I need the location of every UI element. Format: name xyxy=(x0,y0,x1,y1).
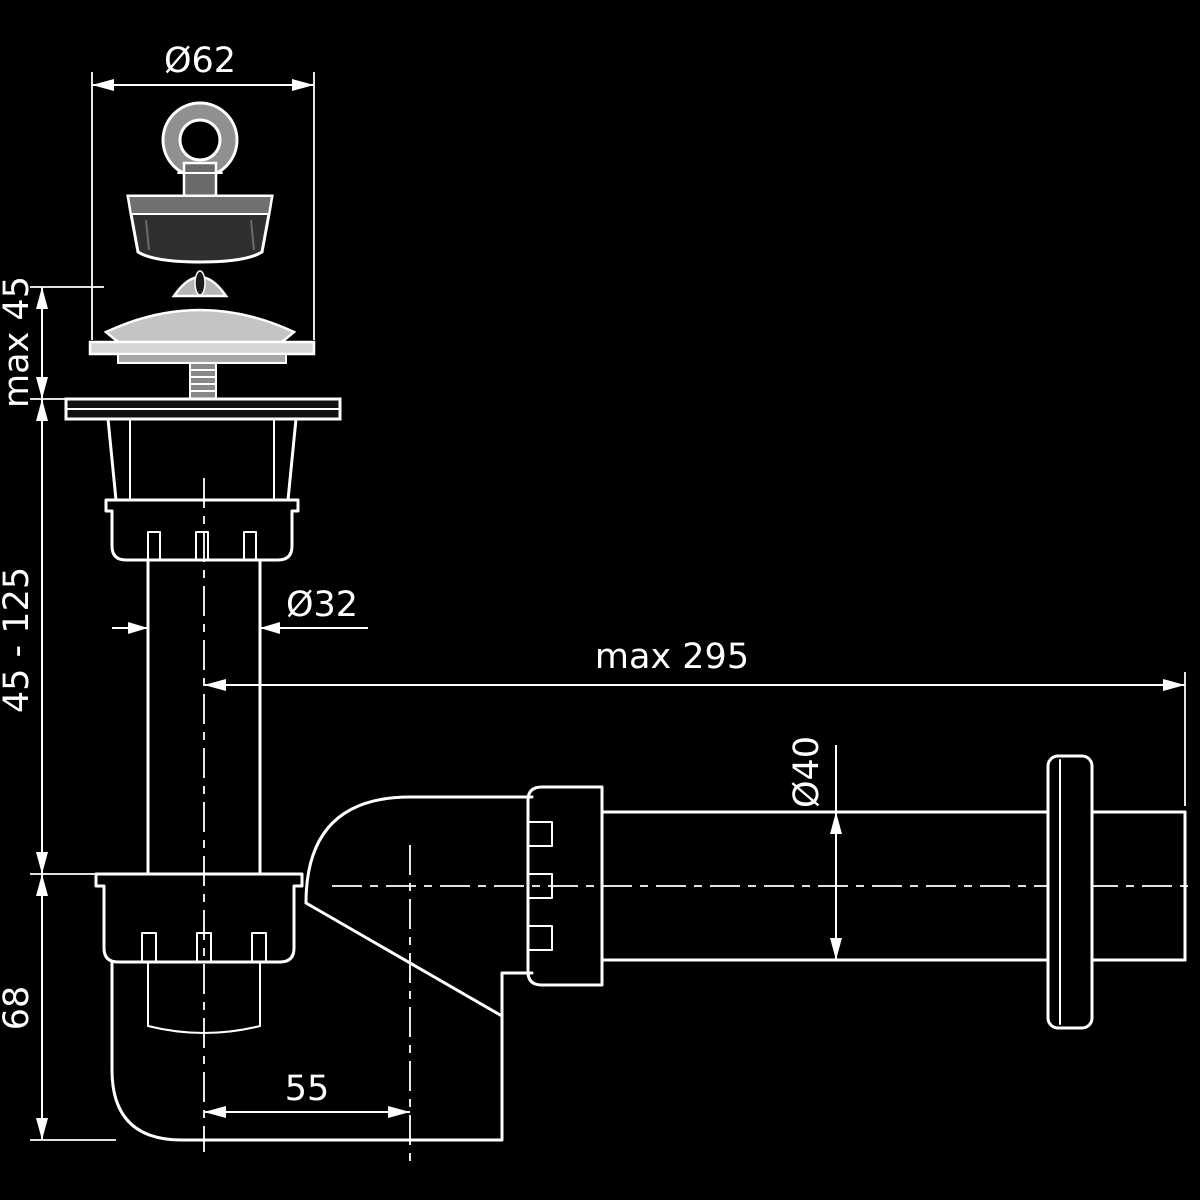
dim-label-tailpipe-diameter: Ø32 xyxy=(286,585,358,625)
arrowhead-left xyxy=(204,679,226,691)
drain-strainer-assembly xyxy=(88,270,316,400)
plug-ring-hole xyxy=(178,118,222,162)
dimension-tailpipe-diameter: Ø32 xyxy=(112,585,368,634)
dip-tube-end xyxy=(147,1025,261,1034)
dimension-plug-diameter: Ø62 xyxy=(91,41,315,340)
nut-castellation xyxy=(147,531,161,561)
lower-union-nut xyxy=(94,872,304,964)
arrowhead-up xyxy=(830,812,842,834)
arrowhead-left xyxy=(204,1106,226,1118)
nut-castellation xyxy=(196,932,212,963)
dim-label-horizontal-reach: max 295 xyxy=(595,637,749,677)
nut-castellation xyxy=(141,932,157,963)
screw-slot xyxy=(194,270,206,296)
plug-shackle xyxy=(182,161,218,198)
arrowhead-right xyxy=(388,1106,410,1118)
arrowhead-left xyxy=(92,79,114,91)
elbow-chamfer xyxy=(304,901,504,1018)
nut-castellation xyxy=(243,531,257,561)
arrowhead-down xyxy=(830,938,842,960)
strainer-plate-narrow xyxy=(117,353,287,364)
upper-nut-outline xyxy=(104,498,300,562)
plug-top-band xyxy=(126,195,274,215)
arrowhead-down xyxy=(36,377,48,399)
nut-castellation xyxy=(527,821,553,847)
horizontal-outlet-pipe xyxy=(600,810,1187,962)
upper-union-nut xyxy=(104,498,300,562)
strainer-threaded-stem xyxy=(189,362,217,400)
arrowhead-down xyxy=(36,1118,48,1140)
nut-castellation xyxy=(251,932,267,963)
sink-flange xyxy=(64,397,342,421)
plug-texture-line xyxy=(250,219,255,251)
dim-label-trap-depth: 68 xyxy=(0,986,37,1031)
plug-assembly xyxy=(126,101,274,264)
arrowhead-up xyxy=(36,399,48,421)
centerlines xyxy=(203,478,1192,1166)
arrowhead-down xyxy=(36,852,48,874)
lower-nut-outline xyxy=(94,872,304,964)
tailpiece-neck xyxy=(106,417,298,502)
wall-flange-outline xyxy=(1046,754,1094,1030)
dim-label-outlet-diameter: Ø40 xyxy=(787,736,827,808)
arrowhead-up xyxy=(36,287,48,309)
arrowhead-right xyxy=(292,79,314,91)
outlet-branch-curve xyxy=(304,795,412,905)
trap-elbow-body xyxy=(110,795,534,1142)
neck-outline xyxy=(106,417,298,502)
arrowhead-up xyxy=(36,874,48,896)
dim-label-outlet-offset: 55 xyxy=(285,1069,330,1109)
nut-castellation xyxy=(527,873,553,899)
arrowhead-right xyxy=(128,622,148,634)
dimension-outlet-diameter: Ø40 xyxy=(787,736,842,960)
nut-castellation xyxy=(527,925,553,951)
outlet-nut-outline xyxy=(526,785,604,987)
nut-castellation xyxy=(195,531,209,561)
dimension-left-stack: max 45 45 - 125 68 xyxy=(0,276,116,1141)
trap-body-outline xyxy=(110,960,504,1142)
dim-label-strainer-height: max 45 xyxy=(0,276,37,408)
dim-label-plug-diameter: Ø62 xyxy=(164,41,236,81)
wall-flange xyxy=(1046,754,1094,1030)
vertical-tailpipe xyxy=(146,558,262,876)
arrowhead-left xyxy=(260,622,280,634)
dimension-horizontal-reach: max 295 xyxy=(204,637,1186,806)
dim-label-tailpipe-range: 45 - 125 xyxy=(0,567,37,713)
dimension-outlet-offset: 55 xyxy=(204,1069,410,1118)
arrowhead-right xyxy=(1163,679,1185,691)
outlet-union-nut xyxy=(526,785,604,987)
strainer-plate-wide xyxy=(88,340,316,356)
plug-texture-line xyxy=(145,219,150,251)
